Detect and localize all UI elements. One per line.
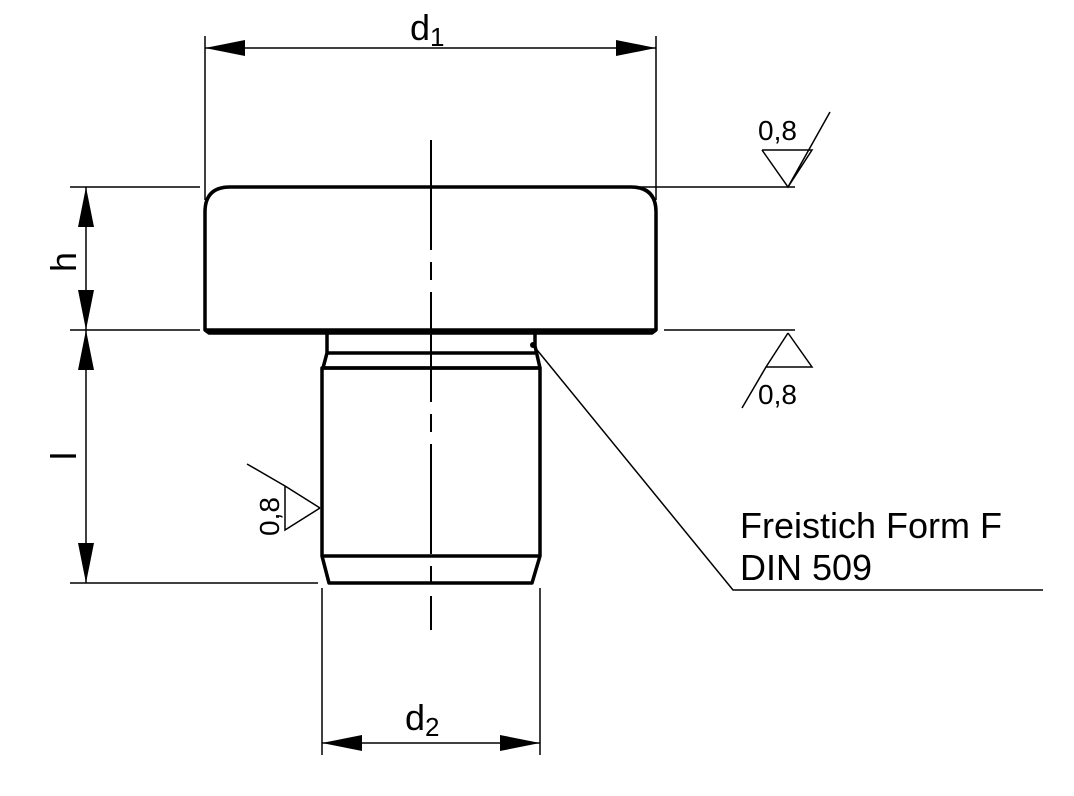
h-label: h bbox=[43, 252, 84, 272]
l-label: l bbox=[43, 452, 84, 460]
roughness-underside-value: 0,8 bbox=[758, 379, 797, 410]
undercut-annotation: Freistich Form F DIN 509 bbox=[530, 342, 1043, 591]
annotation-line2: DIN 509 bbox=[740, 547, 872, 588]
svg-text:d2: d2 bbox=[405, 697, 440, 742]
d2-subscript: 2 bbox=[425, 712, 439, 742]
roughness-symbol-top: 0,8 bbox=[758, 111, 831, 189]
d2-label: d bbox=[405, 697, 425, 738]
d1-label: d bbox=[410, 7, 430, 48]
dimension-l: l bbox=[43, 330, 94, 583]
head bbox=[203, 185, 658, 335]
roughness-top-value: 0,8 bbox=[758, 115, 797, 146]
dimension-h: h bbox=[43, 187, 94, 330]
roughness-symbol-shank: 0,8 bbox=[246, 463, 321, 536]
roughness-shank-value: 0,8 bbox=[254, 497, 285, 536]
part-outline bbox=[203, 140, 658, 630]
svg-text:d1: d1 bbox=[410, 7, 445, 52]
dimension-d1: d1 bbox=[205, 7, 656, 56]
dimension-d2: d2 bbox=[322, 697, 540, 751]
annotation-line1: Freistich Form F bbox=[740, 505, 1002, 546]
d1-subscript: 1 bbox=[430, 22, 444, 52]
extension-lines bbox=[70, 36, 795, 755]
roughness-symbol-underside: 0,8 bbox=[741, 332, 814, 410]
